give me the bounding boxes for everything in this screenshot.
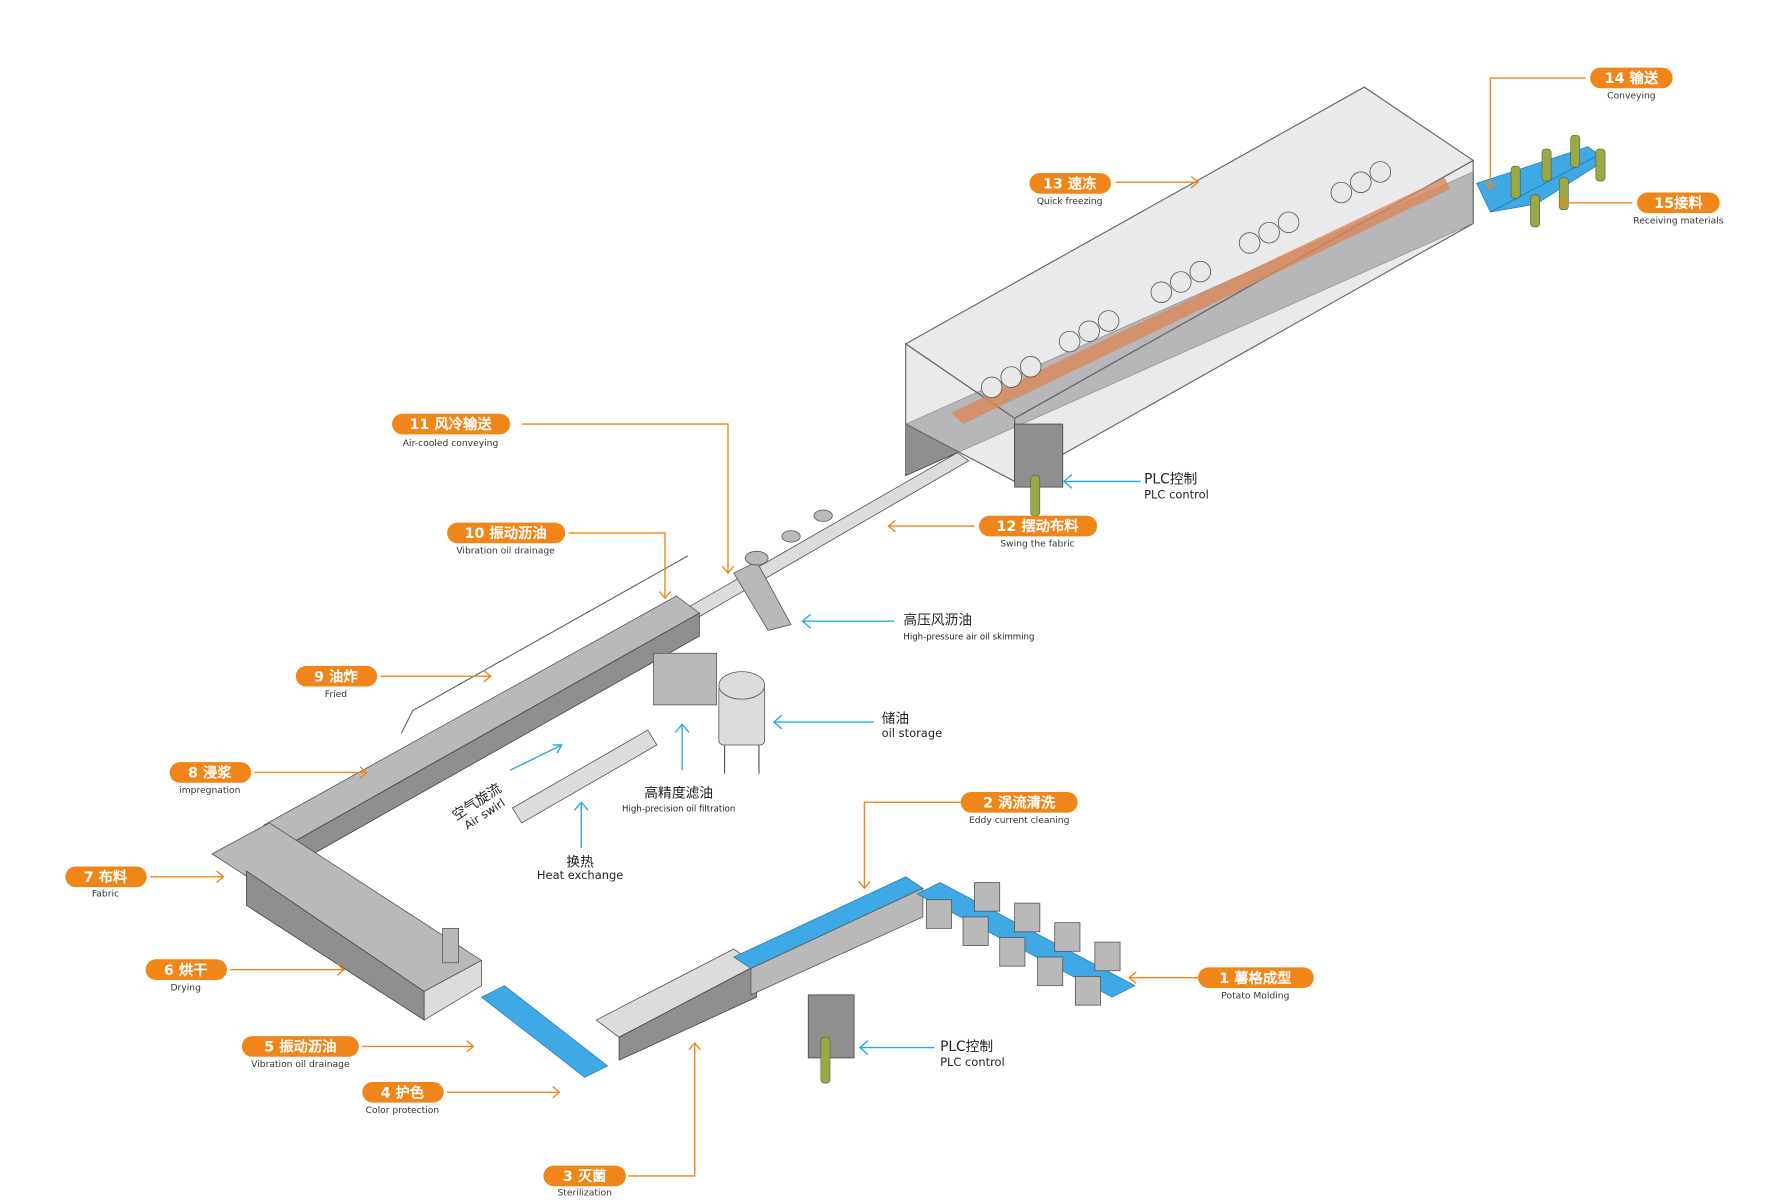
callout-oil-storage: 储油 oil storage — [772, 711, 943, 740]
step-2-eddy-cleaning: 2 涡流清洗 Eddy current cleaning — [858, 791, 1078, 890]
step-caption: Vibration oil drainage — [456, 546, 555, 557]
callout-label: PLC控制 — [1144, 472, 1197, 488]
step-4-color-protection: 4 护色 Color protection — [362, 1081, 561, 1116]
workers — [820, 134, 1606, 1084]
step-caption: Swing the fabric — [1000, 539, 1074, 550]
step-caption: impregnation — [179, 785, 240, 796]
machinery — [211, 86, 1606, 1084]
step-10-vibration-drainage: 10 振动沥油 Vibration oil drainage — [447, 522, 672, 600]
step-14-conveying: 14 输送 Conveying — [1484, 67, 1673, 191]
callout-caption: High-precision oil filtration — [622, 804, 735, 814]
freezer-fans — [980, 161, 1392, 399]
step-label: 8 浸浆 — [188, 764, 232, 782]
step-1-potato-molding: 1 薯格成型 Potato Molding — [1128, 967, 1314, 1001]
air-cooled-conveyor — [687, 452, 970, 618]
callout-label: 换热 — [566, 853, 594, 870]
step-caption: Air-cooled conveying — [403, 438, 499, 449]
callout-caption: High-pressure air oil skimming — [903, 633, 1034, 643]
step-label: 2 涡流清洗 — [983, 793, 1056, 811]
callout-caption: PLC control — [1144, 488, 1209, 502]
step-label: 1 薯格成型 — [1219, 969, 1291, 987]
callout-label: 高精度滤油 — [644, 785, 713, 802]
step-label: 5 振动沥油 — [264, 1038, 336, 1056]
callout-label: 储油 — [882, 711, 910, 727]
callout-caption: oil storage — [882, 726, 943, 740]
step-label: 6 烘干 — [164, 962, 208, 979]
callout-air-oil-skimming: 高压风沥油 High-pressure air oil skimming — [801, 612, 1034, 643]
color-protection-conveyor — [480, 985, 609, 1078]
quick-freezer-tunnel — [904, 86, 1475, 488]
step-label: 11 风冷输送 — [409, 415, 492, 433]
heat-exchanger — [511, 729, 658, 824]
callout-label: PLC控制 — [940, 1039, 993, 1055]
step-label: 12 摆动布料 — [996, 517, 1079, 535]
step-caption: Color protection — [366, 1105, 440, 1116]
step-5-vibration-drainage: 5 振动沥油 Vibration oil drainage — [241, 1036, 475, 1070]
step-3-sterilization: 3 灭菌 Sterilization — [543, 1041, 702, 1198]
step-caption: Drying — [171, 982, 201, 993]
callout-caption: PLC control — [940, 1055, 1005, 1069]
step-caption: Eddy current cleaning — [969, 815, 1069, 826]
molding-machines — [925, 882, 1121, 1006]
step-caption: Potato Molding — [1221, 990, 1289, 1001]
step-caption: Quick freezing — [1037, 196, 1103, 207]
callout-heat-exchange: 换热 Heat exchange — [537, 801, 623, 882]
step-caption: Fabric — [92, 888, 119, 899]
step-label: 14 输送 — [1605, 69, 1659, 87]
callout-plc-control-bottom: PLC控制 PLC control — [858, 1039, 1005, 1069]
step-label: 9 油炸 — [314, 667, 358, 685]
step-8-impregnation: 8 浸浆 impregnation — [169, 762, 368, 796]
callout-oil-filtration: 高精度滤油 High-precision oil filtration — [622, 723, 735, 814]
step-9-fried: 9 油炸 Fried — [295, 665, 492, 700]
step-label: 7 布料 — [84, 868, 128, 886]
callout-caption: Heat exchange — [537, 868, 623, 882]
step-7-fabric: 7 布料 Fabric — [65, 866, 225, 899]
step-15-receiving-materials: 15接料 Receiving materials — [1558, 192, 1724, 226]
step-label: 4 护色 — [381, 1083, 425, 1101]
step-label: 13 速冻 — [1043, 175, 1097, 193]
step-11-air-cooled-conveying: 11 风冷输送 Air-cooled conveying — [392, 413, 735, 575]
oil-filter — [653, 652, 717, 706]
callout-plc-control-top: PLC控制 PLC control — [1062, 472, 1209, 502]
plc-cabinet — [807, 994, 855, 1059]
step-label: 15接料 — [1654, 194, 1703, 212]
oil-storage-tank — [718, 671, 766, 774]
step-caption: Receiving materials — [1633, 215, 1724, 226]
step-6-drying: 6 烘干 Drying — [145, 959, 346, 993]
step-caption: Fried — [325, 689, 347, 700]
step-12-swing-fabric: 12 摆动布料 Swing the fabric — [887, 515, 1098, 550]
step-label: 10 振动沥油 — [465, 524, 547, 542]
callout-label: 高压风沥油 — [903, 612, 972, 629]
step-label: 3 灭菌 — [563, 1167, 607, 1185]
step-13-quick-freezing: 13 速冻 Quick freezing — [1029, 173, 1200, 207]
step-caption: Vibration oil drainage — [251, 1059, 350, 1070]
step-caption: Sterilization — [557, 1187, 612, 1198]
step-caption: Conveying — [1607, 91, 1655, 102]
